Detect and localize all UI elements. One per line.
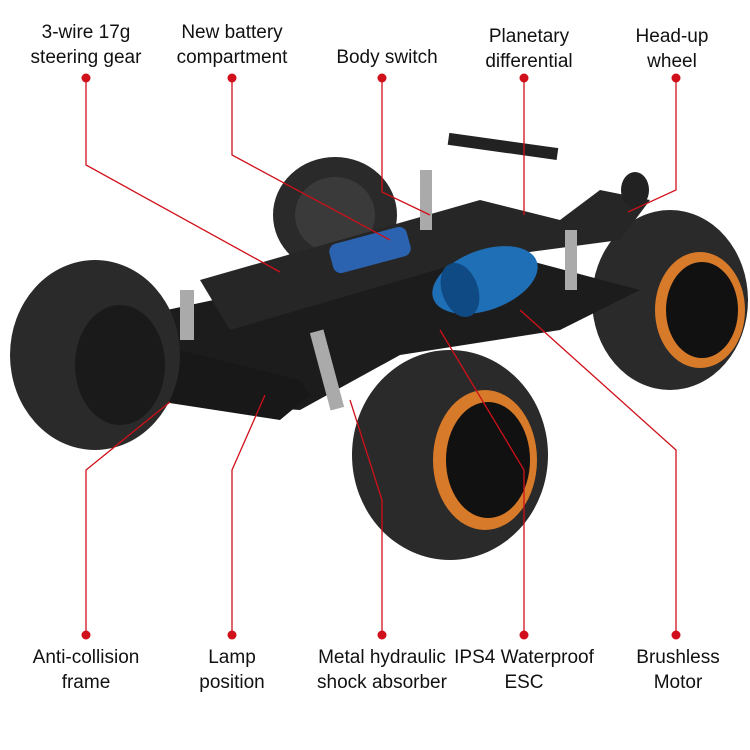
- marker-dot: [519, 73, 529, 83]
- leader-line-battery: [231, 78, 391, 241]
- label-waterproof-esc: IPS4 Waterproof ESC: [444, 645, 604, 695]
- leader-line-esc: [439, 329, 525, 635]
- label-line: Planetary: [488, 26, 570, 47]
- marker-dots: [81, 73, 681, 640]
- label-line: ESC: [504, 672, 544, 693]
- label-line: Motor: [653, 672, 703, 693]
- label-line: 3-wire 17g: [41, 22, 131, 43]
- shock-absorbers: [180, 170, 577, 411]
- label-line: wheel: [647, 51, 697, 72]
- front-left-wheel: [10, 260, 180, 450]
- label-line: New battery: [181, 22, 283, 43]
- label-line: differential: [485, 51, 573, 72]
- label-lamp-position: Lamp position: [152, 645, 312, 695]
- marker-dot: [81, 630, 91, 640]
- label-line: position: [199, 672, 265, 693]
- marker-dot: [377, 630, 387, 640]
- label-shock-absorber: Metal hydraulic shock absorber: [292, 645, 472, 695]
- leader-lines: [85, 78, 677, 635]
- label-battery-compartment: New battery compartment: [152, 20, 312, 70]
- head-up-wheel: [621, 172, 649, 208]
- leader-line-anti-collision: [85, 401, 171, 635]
- marker-dot: [671, 630, 681, 640]
- label-line: Brushless: [636, 647, 720, 668]
- leader-line-lamp: [231, 394, 266, 635]
- leader-line-shock: [349, 399, 383, 635]
- label-line: IPS4 Waterproof: [454, 647, 594, 668]
- label-anti-collision-frame: Anti-collision frame: [6, 645, 166, 695]
- label-line: Body switch: [336, 47, 438, 68]
- leader-line-head-up-wheel: [627, 78, 677, 213]
- leader-line-body-switch: [381, 78, 431, 216]
- marker-dot: [519, 630, 529, 640]
- rear-right-wheel: [592, 210, 748, 390]
- label-brushless-motor: Brushless Motor: [598, 645, 750, 695]
- marker-dot: [227, 630, 237, 640]
- marker-dot: [671, 73, 681, 83]
- label-line: Anti-collision: [32, 647, 140, 668]
- label-head-up-wheel: Head-up wheel: [592, 24, 750, 74]
- front-right-wheel: [352, 350, 548, 560]
- leader-line-motor: [519, 309, 677, 635]
- label-line: compartment: [176, 47, 288, 68]
- brushless-motor: [432, 246, 538, 318]
- label-line: steering gear: [30, 47, 142, 68]
- label-line: Metal hydraulic: [318, 647, 446, 668]
- marker-dot: [227, 73, 237, 83]
- label-body-switch: Body switch: [307, 45, 467, 70]
- label-line: Lamp: [208, 647, 256, 668]
- marker-dot: [81, 73, 91, 83]
- label-line: frame: [61, 672, 111, 693]
- leader-line-steering-gear: [85, 78, 281, 273]
- label-steering-gear: 3-wire 17g steering gear: [6, 20, 166, 70]
- label-line: Head-up: [635, 26, 709, 47]
- label-line: shock absorber: [317, 672, 447, 693]
- marker-dot: [377, 73, 387, 83]
- label-planetary-differential: Planetary differential: [449, 24, 609, 74]
